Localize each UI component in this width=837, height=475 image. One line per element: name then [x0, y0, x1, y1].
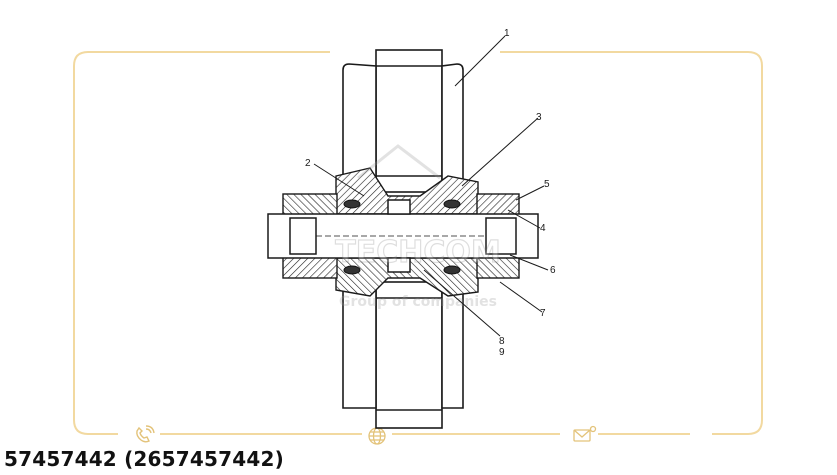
shaft [267, 199, 539, 273]
leader-lines [313, 35, 549, 337]
globe-icon [368, 427, 386, 445]
callout-8: 8 [499, 336, 505, 347]
callout-3: 3 [536, 112, 542, 123]
callout-6: 6 [550, 265, 556, 276]
watermark: TECHCOM Group of companies [335, 144, 501, 310]
callout-9: 9 [499, 347, 505, 358]
callout-4: 4 [540, 223, 546, 234]
callout-5: 5 [544, 179, 550, 190]
watermark-tagline: Group of companies [339, 294, 497, 310]
phone-icon [136, 425, 155, 443]
watermark-brand: TECHCOM [335, 235, 500, 270]
part-number-caption: 57457442 (2657457442) [4, 447, 284, 471]
decorative-frame [73, 51, 763, 435]
mail-icon [573, 425, 597, 442]
seals [343, 199, 461, 275]
callout-1: 1 [504, 28, 510, 39]
callout-labels: 1 2 3 4 5 6 7 8 9 [305, 28, 556, 358]
roller-wheel [342, 49, 464, 429]
callout-2: 2 [305, 158, 311, 169]
callout-7: 7 [540, 308, 546, 319]
